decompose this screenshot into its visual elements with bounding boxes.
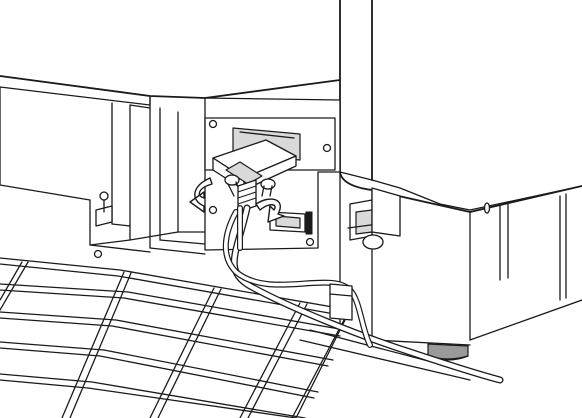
right-thumb-screw — [260, 178, 276, 197]
cables — [222, 204, 504, 384]
side-clip-connector — [329, 187, 401, 321]
stand-frame — [0, 75, 206, 259]
floor-grate — [0, 257, 351, 418]
rotate-counterclockwise-arrow-icon — [189, 177, 213, 213]
rotate-clockwise-arrow-icon — [255, 198, 285, 223]
parallel-cable-connector — [212, 139, 297, 213]
